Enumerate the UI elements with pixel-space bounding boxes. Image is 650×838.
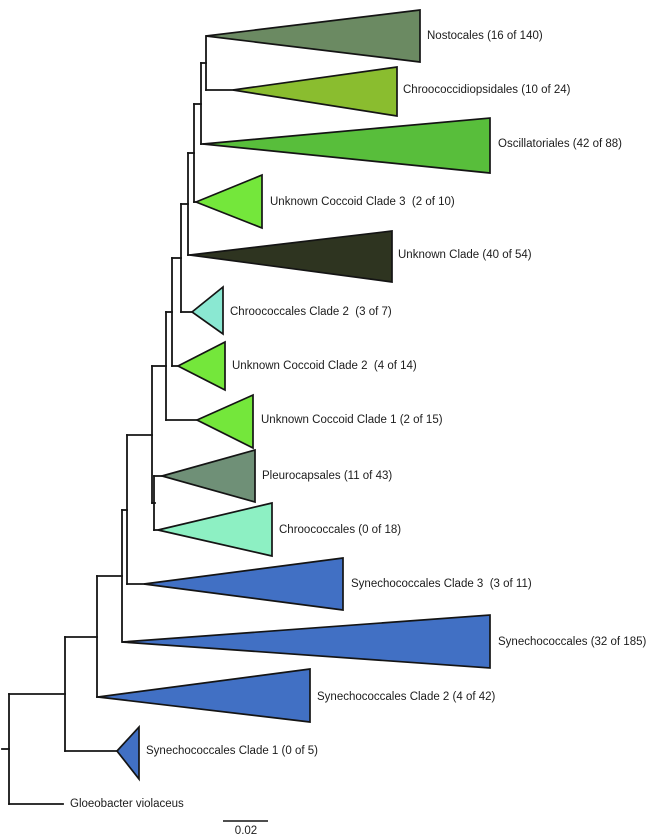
clade-triangle-chroococcidiopsidales [232,66,398,117]
clade-label-synechococcales-2: Synechococcales Clade 2 (4 of 42) [317,691,496,703]
clade-label-chroococcales: Chroococcales (0 of 18) [279,524,401,536]
clade-label-unknown-clade: Unknown Clade (40 of 54) [398,249,532,261]
clade-triangle-unknown-coccoid-1 [195,393,254,450]
clade-triangle-chroococcales [157,501,273,558]
clade-label-unknown-coccoid-1: Unknown Coccoid Clade 1 (2 of 15) [261,414,443,426]
clade-label-unknown-coccoid-2: Unknown Coccoid Clade 2 (4 of 14) [232,360,417,372]
clade-label-oscillatoriales: Oscillatoriales (42 of 88) [498,138,622,150]
scale-bar-label: 0.02 [235,825,257,837]
clade-label-chroococcidiopsidales: Chroococcidiopsidales (10 of 24) [403,84,571,96]
clade-triangle-synechococcales-3 [143,557,344,611]
clade-label-chroococcales-2: Chroococcales Clade 2 (3 of 7) [230,306,392,318]
outgroup-layer: Gloeobacter violaceus [8,798,184,810]
clade-label-pleurocapsales: Pleurocapsales (11 of 43) [262,470,392,482]
clade-label-nostocales: Nostocales (16 of 140) [427,30,543,42]
clade-label-synechococcales-1: Synechococcales Clade 1 (0 of 5) [146,745,318,757]
clade-label-unknown-coccoid-3: Unknown Coccoid Clade 3 (2 of 10) [270,196,455,208]
clade-triangle-pleurocapsales [158,448,256,504]
clade-triangle-nostocales [205,9,421,63]
labels-layer: Nostocales (16 of 140) Chroococcidiopsida… [146,30,646,757]
clades-layer [97,9,491,782]
clade-triangle-synechococcales-1 [115,724,140,782]
scale-bar: 0.02 [223,820,268,837]
clade-triangle-synechococcales [121,614,491,669]
clade-triangle-unknown-clade [189,230,393,283]
outgroup-label: Gloeobacter violaceus [70,798,184,810]
clade-triangle-unknown-coccoid-3 [193,173,263,230]
clade-triangle-chroococcales-2 [190,285,224,336]
clade-triangle-synechococcales-2 [97,668,311,723]
clade-label-synechococcales-3: Synechococcales Clade 3 (3 of 11) [351,578,532,590]
clade-label-synechococcales: Synechococcales (32 of 185) [498,636,646,648]
clade-triangle-oscillatoriales [202,117,491,174]
clade-triangle-unknown-coccoid-2 [176,340,226,392]
